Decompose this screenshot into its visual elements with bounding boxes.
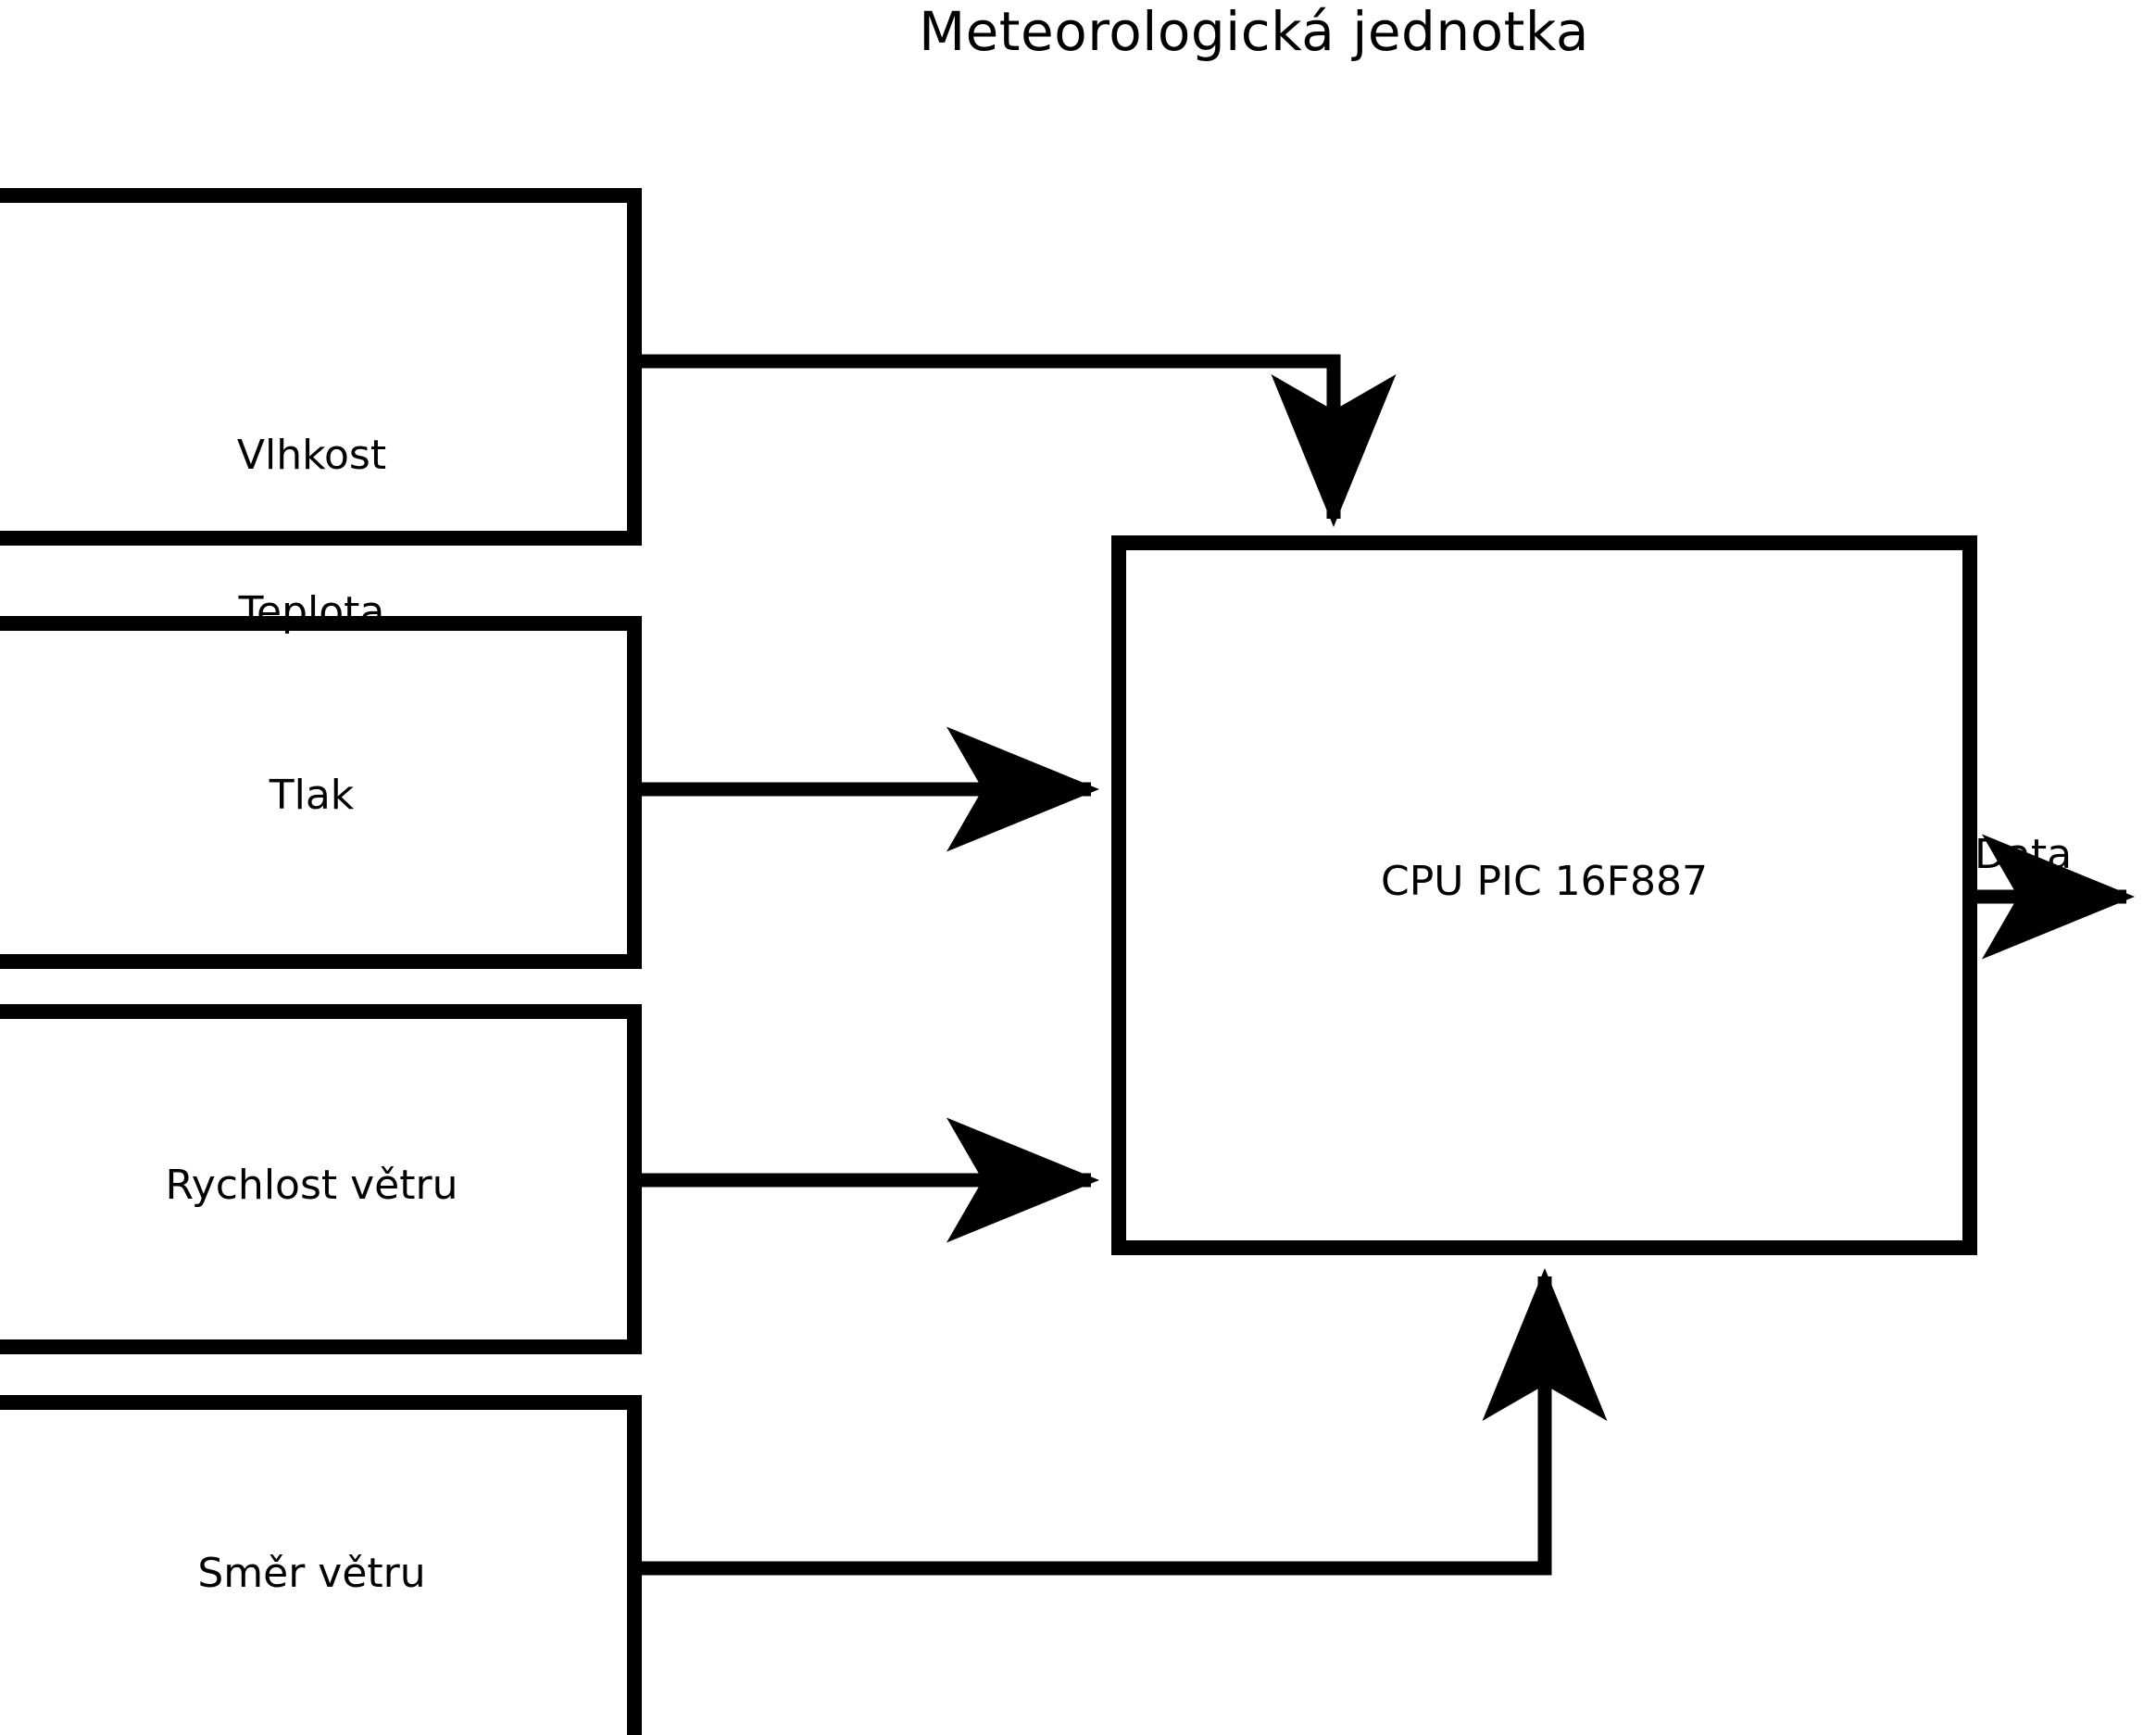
sensor-box-pressure[interactable] [0, 616, 642, 969]
sensor-box-wind-direction[interactable] [0, 1395, 642, 1735]
page-title: Meteorologická jednotka [0, 0, 2156, 63]
edge-humidity-temperature-to-cpu [634, 354, 1397, 528]
page-title-text: Meteorologická jednotka [919, 0, 1589, 63]
sensor-box-wind-speed[interactable] [0, 1004, 642, 1354]
sensor-box-humidity-temperature[interactable] [0, 188, 642, 546]
cpu-box[interactable] [1111, 535, 1977, 1255]
edge-wind-direction-to-cpu [634, 1267, 1608, 1576]
